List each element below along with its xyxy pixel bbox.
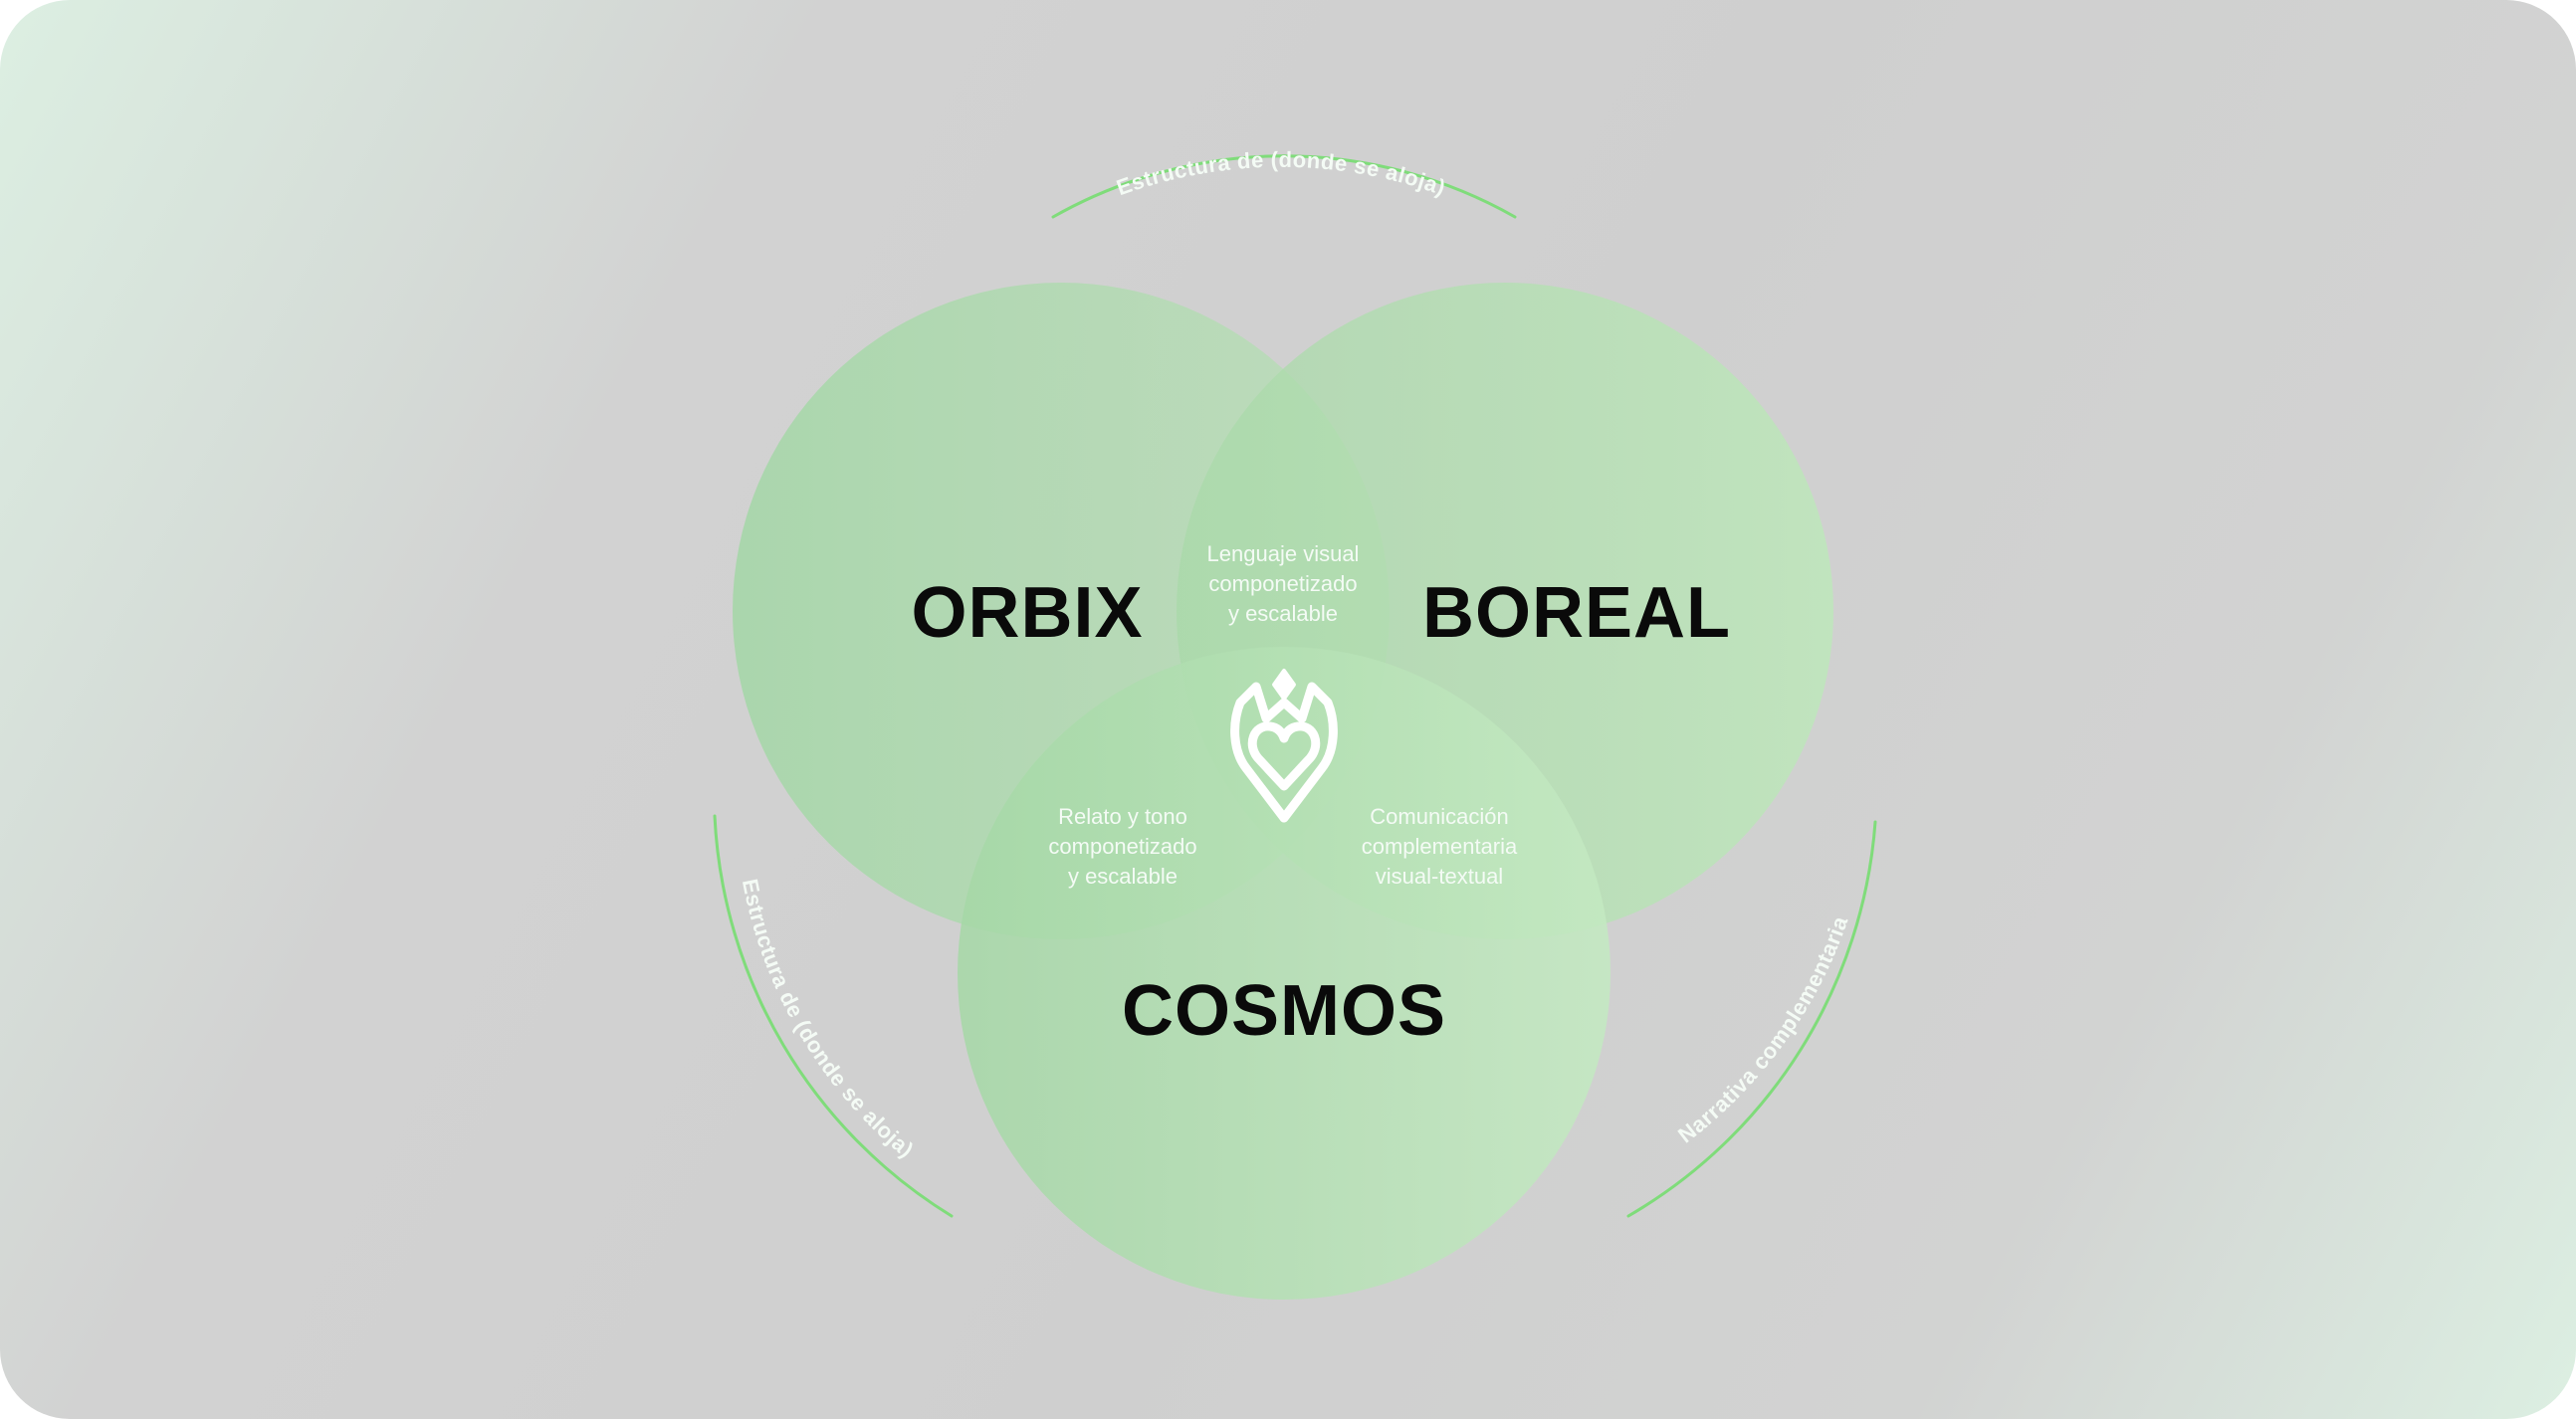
crown-heart-logo-icon bbox=[1230, 669, 1338, 823]
intersection-text-line: componetizado bbox=[1048, 834, 1196, 859]
intersection-text-line: componetizado bbox=[1208, 571, 1357, 596]
intersection-text-line: Lenguaje visual bbox=[1207, 541, 1360, 566]
intersection-text-line: y escalable bbox=[1068, 864, 1178, 889]
boreal-label: BOREAL bbox=[1422, 573, 1731, 653]
intersection-orbix-boreal: Lenguaje visual componetizado y escalabl… bbox=[1207, 541, 1360, 626]
intersection-text-line: complementaria bbox=[1362, 834, 1518, 859]
orbix-label: ORBIX bbox=[911, 573, 1143, 653]
cosmos-circle bbox=[958, 647, 1610, 1300]
right-arc-label: Narrativa complementaria bbox=[1673, 912, 1852, 1147]
intersection-text-line: Relato y tono bbox=[1058, 804, 1187, 829]
intersection-text-line: visual-textual bbox=[1376, 864, 1503, 889]
left-arc bbox=[713, 814, 954, 1218]
left-arc-label: Estructura de (donde se aloja) bbox=[738, 877, 919, 1162]
top-arc bbox=[1051, 154, 1517, 219]
top-arc-label: Estructura de (donde se aloja) bbox=[1113, 147, 1448, 201]
right-arc bbox=[1626, 820, 1877, 1218]
intersection-boreal-cosmos: Comunicación complementaria visual-textu… bbox=[1362, 804, 1518, 889]
cosmos-label: COSMOS bbox=[1122, 971, 1446, 1051]
intersection-text-line: y escalable bbox=[1228, 601, 1338, 626]
intersection-text-line: Comunicación bbox=[1370, 804, 1508, 829]
intersection-orbix-cosmos: Relato y tono componetizado y escalable bbox=[1048, 804, 1196, 889]
